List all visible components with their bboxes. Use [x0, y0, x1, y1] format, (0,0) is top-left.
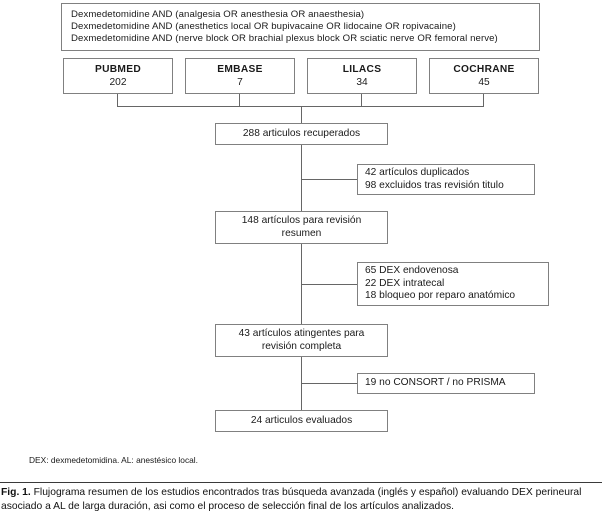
search-query-line-1: Dexmedetomidine AND (analgesia OR anesth… — [71, 9, 365, 21]
database-count-pubmed: 202 — [109, 76, 127, 88]
database-box-embase: EMBASE 7 — [185, 58, 295, 94]
exclusion-box-stage3: 19 no CONSORT / no PRISMA — [357, 373, 535, 394]
figure-caption-text: Flujograma resumen de los estudios encon… — [1, 487, 582, 512]
flow-box-full-review: 43 artículos atingentes para revisión co… — [215, 324, 388, 357]
flow-box-full-review-line-1: 43 artículos atingentes para — [238, 328, 365, 340]
flow-box-abstract-review: 148 artículos para revisión resumen — [215, 211, 388, 244]
connector-branch-exclusions-stage3 — [301, 383, 357, 384]
exclusion-stage3-line-1: 19 no CONSORT / no PRISMA — [365, 377, 506, 389]
connector-lilacs-stem — [361, 94, 362, 106]
connector-bus-to-retrieved — [301, 106, 302, 123]
connector-database-bus — [117, 106, 484, 107]
flow-box-retrieved-label: 288 articulos recuperados — [242, 127, 361, 139]
flow-box-abstract-review-line-2: resumen — [281, 227, 322, 239]
exclusion-stage2-line-3: 18 bloqueo por reparo anatómico — [365, 290, 516, 302]
connector-embase-stem — [239, 94, 240, 106]
database-box-pubmed: PUBMED 202 — [63, 58, 173, 94]
exclusion-box-stage2: 65 DEX endovenosa 22 DEX intratecal 18 b… — [357, 262, 549, 306]
database-count-cochrane: 45 — [478, 76, 490, 88]
exclusion-stage1-line-2: 98 excluidos tras revisión titulo — [365, 179, 504, 191]
exclusion-stage2-line-2: 22 DEX intratecal — [365, 277, 445, 289]
database-name-lilacs: LILACS — [342, 64, 382, 76]
connector-pubmed-stem — [117, 94, 118, 106]
figure-caption: Fig. 1. Flujograma resumen de los estudi… — [1, 486, 602, 513]
database-count-lilacs: 34 — [356, 76, 368, 88]
database-name-cochrane: COCHRANE — [453, 64, 515, 76]
database-box-cochrane: COCHRANE 45 — [429, 58, 539, 94]
exclusion-box-stage1: 42 artículos duplicados 98 excluidos tra… — [357, 164, 535, 195]
exclusion-stage2-line-1: 65 DEX endovenosa — [365, 265, 459, 277]
search-strategy-box: Dexmedetomidine AND (analgesia OR anesth… — [61, 3, 540, 51]
connector-branch-exclusions-stage1 — [301, 179, 357, 180]
abbreviation-note: DEX: dexmedetomidina. AL: anestésico loc… — [29, 455, 198, 465]
flow-box-abstract-review-line-1: 148 artículos para revisión — [241, 215, 362, 227]
flow-box-evaluated: 24 articulos evaluados — [215, 410, 388, 432]
figure-caption-label: Fig. 1. — [1, 487, 31, 498]
caption-divider — [0, 482, 602, 483]
connector-cochrane-stem — [483, 94, 484, 106]
database-name-embase: EMBASE — [217, 64, 263, 76]
exclusion-stage1-line-1: 42 artículos duplicados — [365, 167, 470, 179]
connector-spine-retrieved-to-abstract — [301, 145, 302, 211]
flow-box-evaluated-label: 24 articulos evaluados — [250, 414, 353, 426]
connector-branch-exclusions-stage2 — [301, 284, 357, 285]
search-query-line-2: Dexmedetomidine AND (anesthetics local O… — [71, 21, 456, 33]
flow-box-full-review-line-2: revisión completa — [261, 340, 342, 352]
database-box-lilacs: LILACS 34 — [307, 58, 417, 94]
database-count-embase: 7 — [237, 76, 243, 88]
search-query-line-3: Dexmedetomidine AND (nerve block OR brac… — [71, 32, 498, 44]
database-name-pubmed: PUBMED — [95, 64, 141, 76]
flow-box-retrieved: 288 articulos recuperados — [215, 123, 388, 145]
